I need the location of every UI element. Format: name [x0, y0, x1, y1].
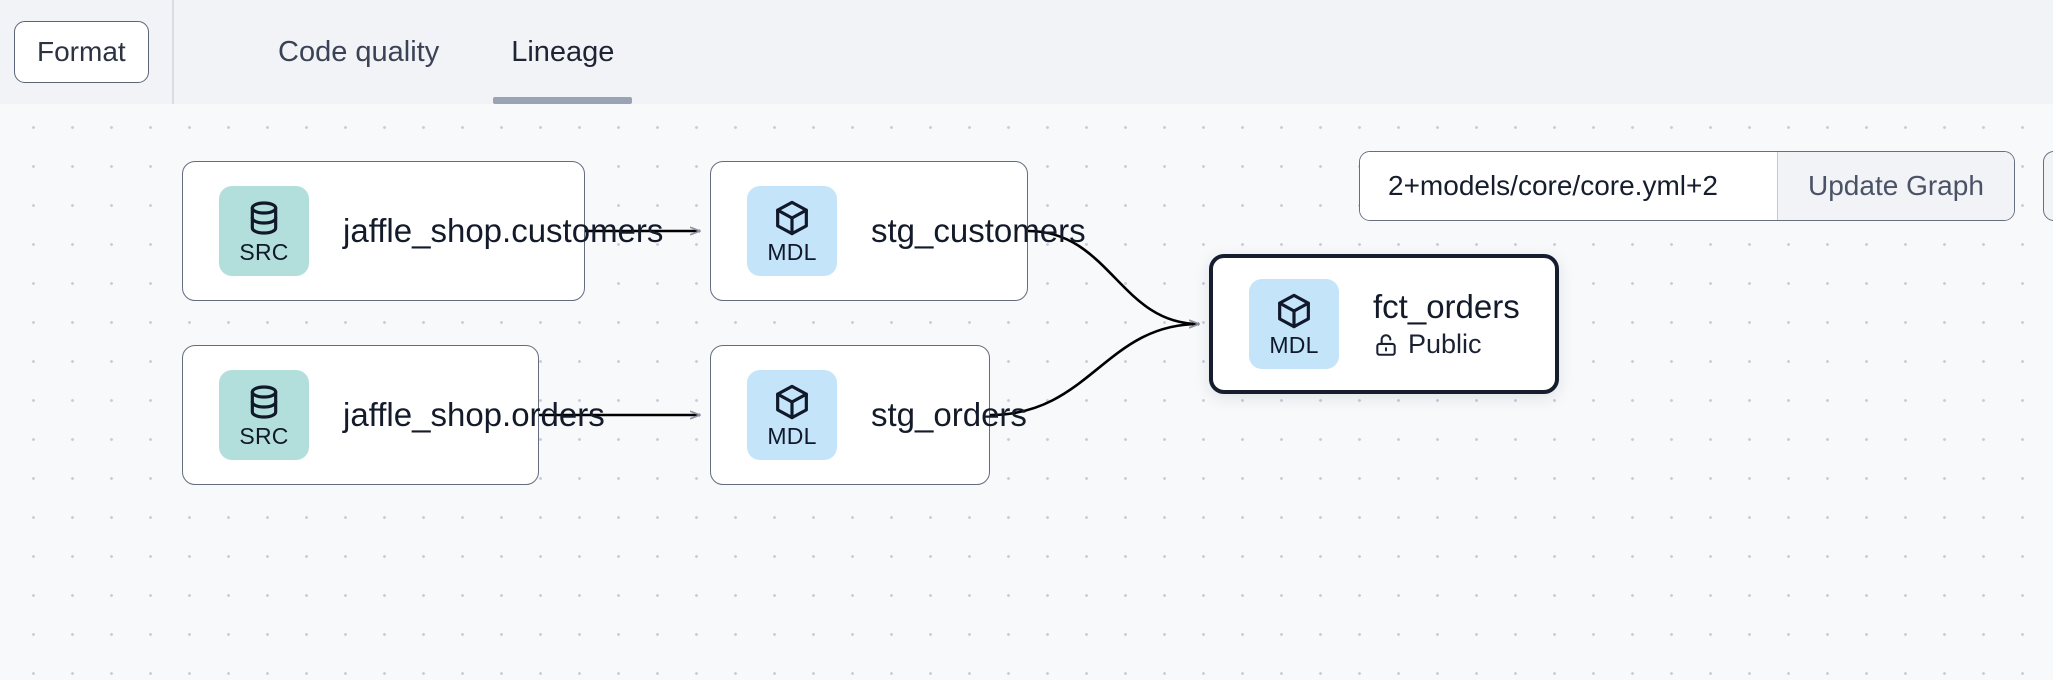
node-type-badge-mdl: MDL — [1249, 279, 1339, 369]
node-type-badge-label: MDL — [1269, 332, 1319, 358]
node-title: stg_orders — [871, 396, 1027, 434]
toolbar-divider — [172, 0, 174, 104]
graph-node-stg-customers[interactable]: MDL stg_customers — [710, 161, 1086, 301]
side-panel-edge-stub[interactable] — [2043, 151, 2053, 221]
node-type-badge-label: MDL — [767, 239, 817, 265]
tab-lineage[interactable]: Lineage — [475, 0, 650, 104]
database-icon — [244, 198, 284, 238]
tab-lineage-underline — [493, 97, 633, 104]
tab-bar: Code quality Lineage — [242, 0, 650, 104]
node-type-badge-src: SRC — [219, 186, 309, 276]
node-access-text: Public — [1408, 329, 1482, 360]
node-type-badge-label: MDL — [767, 423, 817, 449]
tab-lineage-label: Lineage — [511, 35, 615, 68]
toolbar-left-group: Format — [0, 0, 172, 104]
node-title: jaffle_shop.orders — [343, 396, 605, 434]
node-title: stg_customers — [871, 212, 1086, 250]
node-text-group: stg_customers — [871, 212, 1086, 250]
dbt-selector-input[interactable] — [1360, 152, 1777, 220]
node-access-label: Public — [1373, 329, 1520, 360]
node-type-badge-src: SRC — [219, 370, 309, 460]
node-text-group: jaffle_shop.orders — [343, 396, 605, 434]
graph-node-jaffle-shop-orders[interactable]: SRC jaffle_shop.orders — [182, 345, 605, 485]
unlock-icon — [1373, 332, 1399, 358]
cube-icon — [1274, 291, 1314, 331]
database-icon — [244, 382, 284, 422]
update-graph-button[interactable]: Update Graph — [1777, 152, 2014, 220]
node-text-group: jaffle_shop.customers — [343, 212, 663, 250]
graph-controls: Update Graph — [1359, 151, 2015, 221]
cube-icon — [772, 198, 812, 238]
tab-code-quality[interactable]: Code quality — [242, 0, 475, 104]
top-toolbar: Format Code quality Lineage — [0, 0, 2053, 104]
node-type-badge-mdl: MDL — [747, 370, 837, 460]
node-title: jaffle_shop.customers — [343, 212, 664, 250]
tab-code-quality-underline — [260, 97, 457, 104]
tab-code-quality-label: Code quality — [278, 35, 440, 68]
node-type-badge-label: SRC — [239, 423, 289, 449]
graph-node-stg-orders[interactable]: MDL stg_orders — [710, 345, 1027, 485]
node-type-badge-label: SRC — [239, 239, 289, 265]
format-button[interactable]: Format — [14, 21, 149, 83]
node-type-badge-mdl: MDL — [747, 186, 837, 276]
graph-node-jaffle-shop-customers[interactable]: SRC jaffle_shop.customers — [182, 161, 663, 301]
cube-icon — [772, 382, 812, 422]
node-title: fct_orders — [1373, 287, 1520, 325]
node-text-group: stg_orders — [871, 396, 1027, 434]
